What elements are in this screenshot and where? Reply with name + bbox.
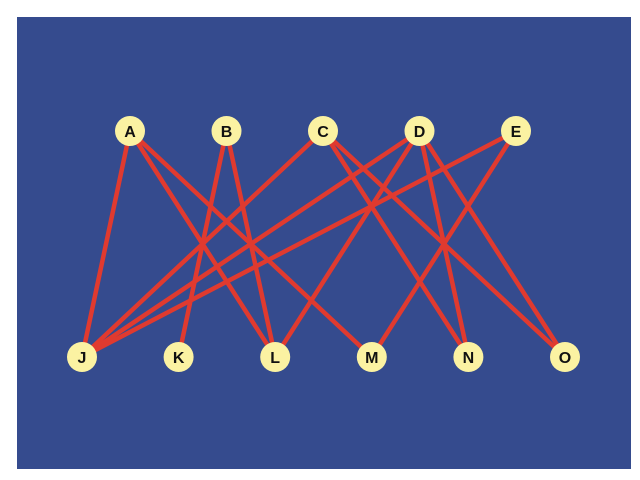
- node-label: N: [463, 350, 475, 367]
- node-label: E: [511, 124, 522, 141]
- node-label: J: [78, 350, 87, 367]
- node-circle: [453, 342, 484, 372]
- node-N: N: [453, 342, 484, 372]
- edge-C-N: [320, 128, 471, 360]
- node-circle: [356, 342, 387, 372]
- node-circle: [163, 342, 194, 372]
- node-L: L: [260, 342, 291, 372]
- node-M: M: [356, 342, 387, 372]
- node-label: B: [221, 124, 233, 141]
- edge-A-J: [79, 128, 133, 360]
- node-B: B: [211, 116, 242, 146]
- edge-C-J: [79, 128, 326, 360]
- node-circle: [211, 116, 242, 146]
- node-A: A: [115, 116, 145, 146]
- node-J: J: [67, 342, 97, 372]
- node-K: K: [163, 342, 194, 372]
- node-circle: [308, 116, 338, 146]
- node-circle: [404, 116, 435, 146]
- node-label: M: [365, 350, 378, 367]
- node-O: O: [550, 342, 580, 372]
- node-label: D: [414, 124, 426, 141]
- node-label: O: [559, 350, 571, 367]
- edge-E-J: [79, 128, 519, 360]
- nodes-layer: A B C D E J K L M N O: [67, 116, 580, 372]
- node-label: A: [124, 124, 136, 141]
- node-label: L: [270, 350, 280, 367]
- node-circle: [260, 342, 291, 372]
- node-circle: [550, 342, 580, 372]
- edge-E-M: [369, 128, 519, 360]
- node-D: D: [404, 116, 435, 146]
- diagram-background: [17, 17, 631, 469]
- node-E: E: [501, 116, 531, 146]
- edge-D-L: [272, 128, 422, 360]
- edges-layer: [79, 128, 568, 360]
- node-label: C: [317, 124, 329, 141]
- node-label: K: [173, 350, 185, 367]
- node-circle: [115, 116, 145, 146]
- node-circle: [501, 116, 531, 146]
- node-circle: [67, 342, 97, 372]
- node-C: C: [308, 116, 338, 146]
- edge-D-J: [79, 128, 422, 360]
